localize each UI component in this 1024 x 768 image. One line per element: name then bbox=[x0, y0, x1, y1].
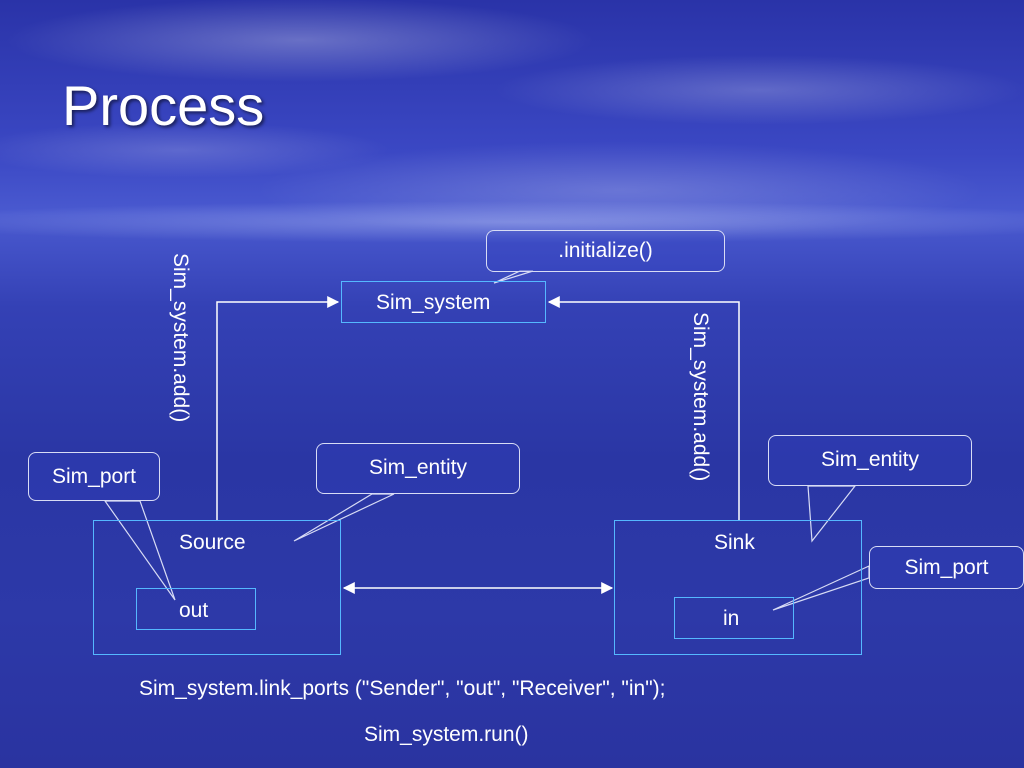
sim-port-callout-left: Sim_port bbox=[28, 452, 160, 501]
port-left-callout-pointer bbox=[103, 500, 176, 601]
source-label: Source bbox=[179, 531, 246, 554]
sink-entity-box bbox=[614, 520, 862, 655]
sim-system-box bbox=[341, 281, 546, 323]
in-port-label: in bbox=[723, 607, 740, 630]
add-label-right: Sim_system.add() bbox=[689, 312, 712, 482]
sink-label: Sink bbox=[714, 531, 755, 554]
link-ports-call: Sim_system.link_ports ("Sender", "out", … bbox=[139, 677, 666, 700]
source-entity-box bbox=[93, 520, 341, 655]
sim-entity-callout-right: Sim_entity bbox=[768, 435, 972, 486]
sim-entity-callout-left: Sim_entity bbox=[316, 443, 520, 494]
slide-title: Process bbox=[62, 74, 265, 137]
entity-left-callout-pointer bbox=[293, 493, 395, 542]
in-port-box bbox=[674, 597, 794, 639]
add-arrow-left bbox=[216, 296, 340, 520]
out-port-label: out bbox=[179, 599, 209, 622]
sim-port-callout-right: Sim_port bbox=[869, 546, 1024, 589]
add-label-left: Sim_system.add() bbox=[169, 253, 192, 423]
initialize-callout: .initialize() bbox=[486, 230, 725, 272]
entity-right-callout-pointer bbox=[807, 485, 857, 543]
run-call: Sim_system.run() bbox=[364, 723, 529, 746]
add-arrow-right bbox=[547, 296, 740, 520]
out-port-box bbox=[136, 588, 256, 630]
sim-system-label: Sim_system bbox=[376, 291, 491, 314]
